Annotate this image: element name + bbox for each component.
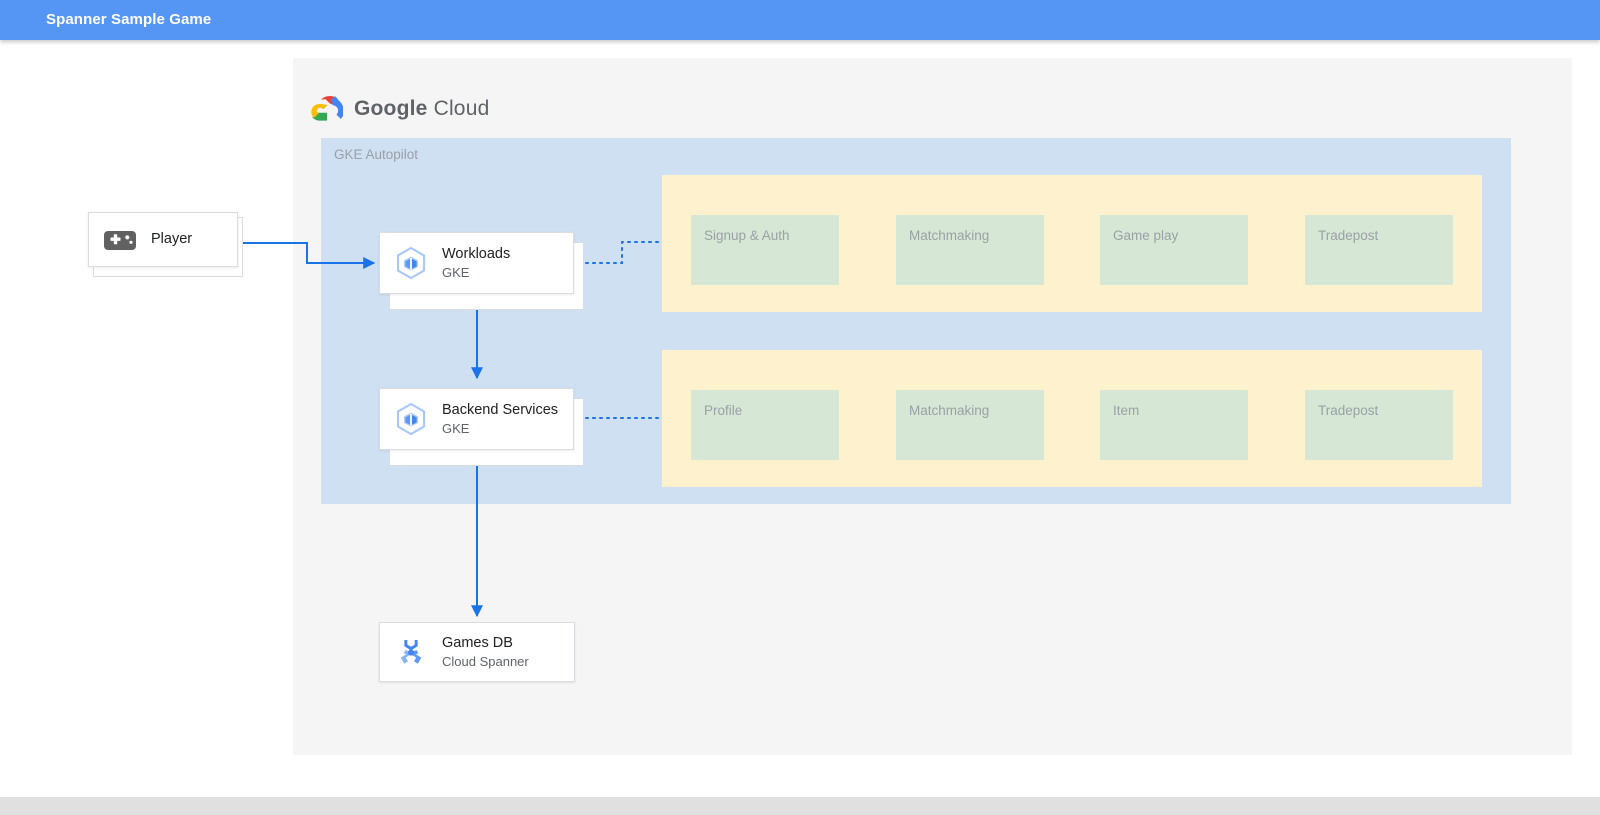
google-cloud-wordmark: Google Cloud	[354, 97, 489, 121]
node-subtitle: Cloud Spanner	[442, 653, 529, 669]
node-backend-services[interactable]: Backend Services GKE	[379, 388, 584, 466]
service-box[interactable]: Tradepost	[1305, 215, 1453, 285]
wordmark-cloud: Cloud	[433, 97, 490, 120]
node-card-face[interactable]: Workloads GKE	[379, 232, 574, 294]
node-card-face[interactable]: Games DB Cloud Spanner	[379, 622, 575, 682]
bottom-status-strip	[0, 797, 1600, 815]
service-box[interactable]: Profile	[691, 390, 839, 460]
wordmark-google: Google	[354, 97, 428, 120]
service-box-label: Matchmaking	[909, 403, 990, 418]
node-card-face[interactable]: Backend Services GKE	[379, 388, 574, 450]
node-title: Player	[151, 231, 193, 247]
google-cloud-branding: Google Cloud	[311, 92, 489, 126]
gke-hexagon-icon	[396, 402, 426, 436]
service-box[interactable]: Game play	[1100, 215, 1248, 285]
service-group-frontend: Signup & Auth Matchmaking Game play Trad…	[662, 175, 1482, 312]
node-player[interactable]: Player	[88, 212, 243, 277]
app-bar: Spanner Sample Game	[0, 0, 1600, 40]
service-box-label: Game play	[1113, 228, 1179, 243]
gke-autopilot-label: GKE Autopilot	[334, 147, 419, 162]
service-box[interactable]: Matchmaking	[896, 390, 1044, 460]
node-text: Games DB Cloud Spanner	[442, 634, 529, 671]
service-box-label: Signup & Auth	[704, 228, 790, 243]
service-box-label: Tradepost	[1318, 403, 1379, 418]
node-title: Workloads	[442, 245, 511, 262]
node-text: Backend Services GKE	[442, 401, 558, 438]
node-subtitle: GKE	[442, 264, 470, 280]
service-box[interactable]: Matchmaking	[896, 215, 1044, 285]
service-box[interactable]: Tradepost	[1305, 390, 1453, 460]
service-box[interactable]: Item	[1100, 390, 1248, 460]
service-group-backend: Profile Matchmaking Item Tradepost	[662, 350, 1482, 487]
node-title: Backend Services	[442, 401, 559, 418]
service-box-label: Item	[1113, 403, 1140, 418]
node-workloads[interactable]: Workloads GKE	[379, 232, 584, 310]
app-title: Spanner Sample Game	[46, 11, 212, 28]
gke-hexagon-icon	[396, 246, 426, 280]
node-card-face[interactable]: Player	[88, 212, 238, 267]
service-box-label: Profile	[704, 403, 743, 418]
google-cloud-logo-icon	[311, 95, 343, 121]
node-subtitle: GKE	[442, 420, 470, 436]
service-box[interactable]: Signup & Auth	[691, 215, 839, 285]
service-box-label: Tradepost	[1318, 228, 1379, 243]
cloud-spanner-icon	[400, 640, 422, 664]
service-box-label: Matchmaking	[909, 228, 990, 243]
node-title: Games DB	[442, 634, 513, 651]
gamepad-icon	[104, 230, 136, 250]
node-text: Player	[151, 230, 192, 249]
node-text: Workloads GKE	[442, 245, 510, 282]
node-games-db[interactable]: Games DB Cloud Spanner	[379, 622, 577, 684]
